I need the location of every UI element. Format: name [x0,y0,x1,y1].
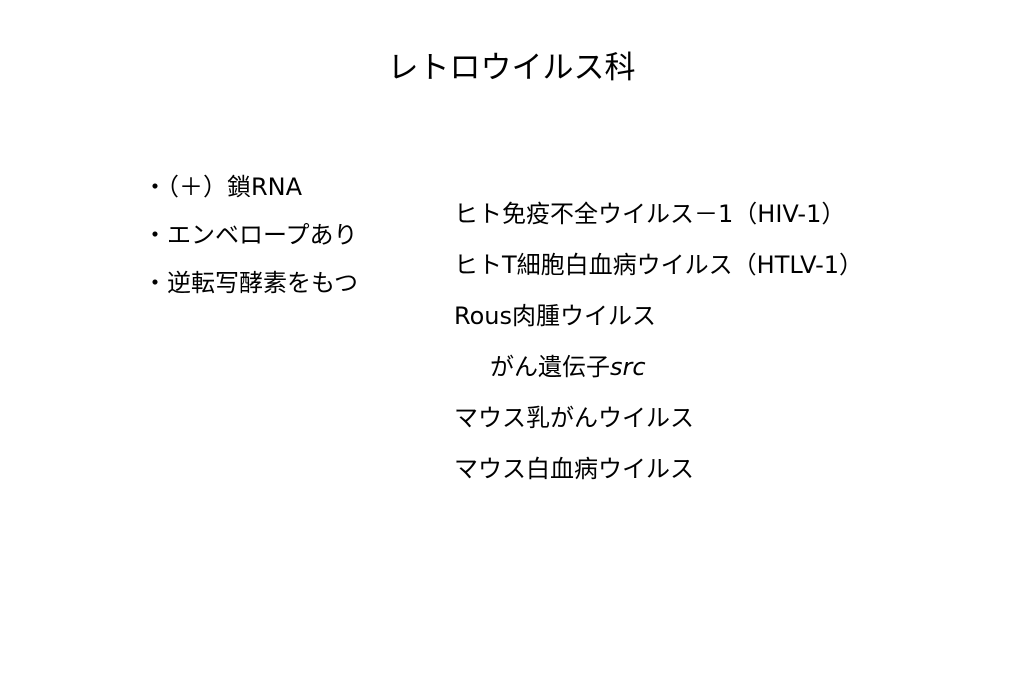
virus-item: ヒト免疫不全ウイルス－1（HIV-1） [454,200,846,228]
characteristic-item: ・（＋）鎖RNA [143,173,303,201]
characteristics-list: ・（＋）鎖RNA ・エンベロープあり ・逆転写酵素をもつ [143,172,358,316]
slide-title: レトロウイルス科 [387,50,636,86]
oncogene-name: src [610,353,646,381]
characteristic-item: ・エンベロープあり [143,221,358,249]
virus-item: マウス乳がんウイルス [454,404,694,432]
oncogene-label: がん遺伝子 [490,353,610,381]
virus-item: マウス白血病ウイルス [454,455,694,483]
oncogene-item: がん遺伝子src [454,352,863,382]
characteristic-item: ・逆転写酵素をもつ [143,269,359,297]
virus-item: ヒトT細胞白血病ウイルス（HTLV-1） [454,251,864,279]
virus-item: Rous肉腫ウイルス [454,302,656,330]
virus-list: ヒト免疫不全ウイルス－1（HIV-1） ヒトT細胞白血病ウイルス（HTLV-1）… [454,199,863,505]
